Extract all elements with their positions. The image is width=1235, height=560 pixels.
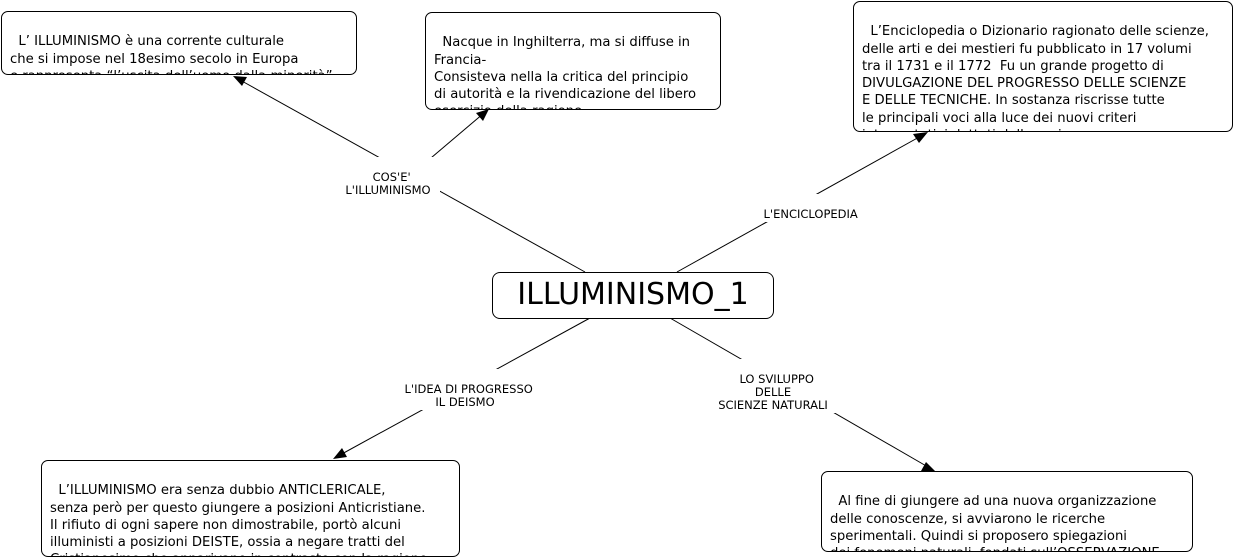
- arrowhead-top-right: [913, 132, 928, 143]
- link-label-text: LO SVILUPPO DELLE SCIENZE NATURALI: [718, 372, 828, 412]
- concept-node-text: L’ ILLUMINISMO è una corrente culturale …: [10, 34, 333, 74]
- link-label-text: COS'E' L'ILLUMINISMO: [345, 170, 431, 197]
- concept-node-text: Nacque in Inghilterra, ma si diffuse in …: [434, 35, 697, 109]
- arrowhead-top-mid: [476, 109, 489, 121]
- concept-node-text: L’ILLUMINISMO era senza dubbio ANTICLERI…: [50, 483, 427, 556]
- arrowhead-bottom-left: [333, 448, 347, 459]
- concept-node-scienze[interactable]: Al fine di giungere ad una nuova organiz…: [821, 471, 1193, 552]
- central-topic-node[interactable]: ILLUMINISMO_1: [492, 272, 774, 319]
- concept-node-text: Al fine di giungere ad una nuova organiz…: [830, 494, 1160, 551]
- concept-node-deismo[interactable]: L’ILLUMINISMO era senza dubbio ANTICLERI…: [41, 460, 460, 557]
- arrowhead-top-left: [233, 76, 247, 86]
- link-label-cose[interactable]: COS'E' L'ILLUMINISMO: [336, 157, 440, 198]
- link-label-progresso[interactable]: L'IDEA DI PROGRESSO IL DEISMO: [390, 369, 540, 410]
- concept-node-enciclopedia[interactable]: L’Enciclopedia o Dizionario ragionato de…: [853, 1, 1233, 132]
- arrowhead-bottom-right: [921, 462, 935, 471]
- concept-node-cose-definition[interactable]: L’ ILLUMINISMO è una corrente culturale …: [1, 11, 357, 75]
- concept-node-origins[interactable]: Nacque in Inghilterra, ma si diffuse in …: [425, 12, 721, 110]
- link-label-text: L'IDEA DI PROGRESSO IL DEISMO: [404, 382, 533, 409]
- link-label-text: L'ENCICLOPEDIA: [763, 207, 858, 221]
- central-topic-title: ILLUMINISMO_1: [517, 277, 749, 312]
- link-label-enciclopedia[interactable]: L'ENCICLOPEDIA: [750, 194, 864, 222]
- link-label-scienze[interactable]: LO SVILUPPO DELLE SCIENZE NATURALI: [706, 359, 840, 413]
- concept-node-text: L’Enciclopedia o Dizionario ragionato de…: [862, 24, 1209, 131]
